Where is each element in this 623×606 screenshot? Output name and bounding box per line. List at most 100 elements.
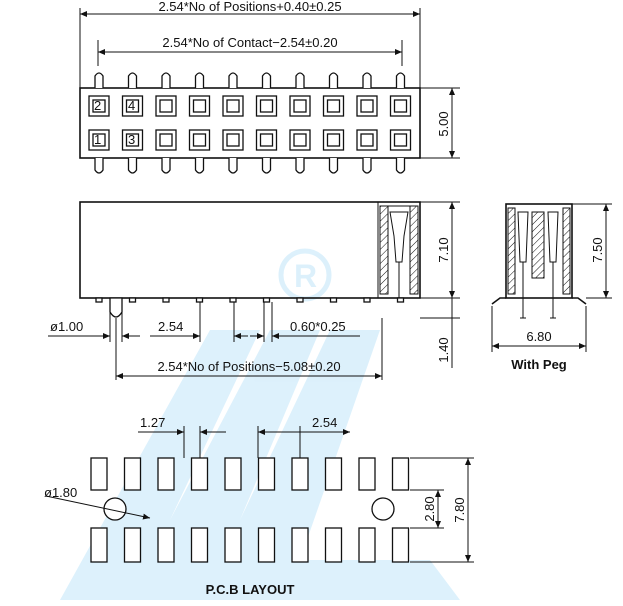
dim-tail-length: 1.40	[436, 337, 451, 362]
pin-label-4: 4	[128, 98, 135, 113]
pin-tail-bottom	[295, 158, 305, 174]
pin-tail-top	[161, 72, 171, 88]
dim-end-height: 7.50	[590, 237, 605, 262]
top-view-pins	[94, 72, 406, 174]
side-pin-stub	[329, 297, 338, 303]
side-pin-stub	[229, 297, 237, 303]
pin-tail-bottom	[228, 158, 238, 174]
dim-post-diameter: ø1.00	[50, 319, 83, 334]
contact-cell-inner	[393, 99, 408, 113]
side-pin-stub	[363, 297, 371, 303]
pin-tail-top	[395, 72, 406, 88]
pcb-pad-bottom	[90, 527, 108, 563]
pcb-pad-bottom	[123, 527, 142, 563]
contact-cell-inner	[393, 133, 408, 147]
contact-cell-inner	[259, 99, 274, 113]
contact-cell-inner	[125, 133, 140, 147]
contact-cell-inner	[92, 99, 106, 113]
pcb-pad-top	[257, 457, 276, 491]
pin-tail-top	[295, 72, 305, 88]
pcb-layout-caption: P.C.B LAYOUT	[206, 582, 295, 597]
pcb-pad-bottom	[358, 527, 376, 563]
dim-hole-diameter: ø1.80	[44, 485, 77, 500]
pin-tail-bottom	[127, 158, 138, 174]
side-view-pins	[95, 297, 405, 303]
pcb-pad-bottom	[157, 527, 175, 563]
side-pin-stub	[128, 297, 137, 303]
contact-cell-inner	[360, 99, 374, 113]
pin-tail-bottom	[194, 158, 205, 174]
contact-cell-inner	[192, 99, 207, 113]
pcb-pad-bottom	[257, 527, 276, 563]
pcb-pad-top	[358, 457, 376, 491]
side-pin-stub	[95, 297, 103, 303]
pcb-pad-top	[157, 457, 175, 491]
pcb-pad-top	[391, 457, 410, 491]
dim-span: 2.54*No of Positions−5.08±0.20	[157, 359, 340, 374]
side-pin-stub	[296, 297, 304, 303]
pin-tail-top	[228, 72, 238, 88]
contact-cell-inner	[125, 99, 140, 113]
pin-tail-bottom	[94, 158, 104, 174]
pin-label-2: 2	[94, 98, 101, 113]
pcb-pads	[90, 457, 410, 563]
top-view-cells	[88, 95, 412, 151]
peg-post	[109, 297, 123, 318]
pin-label-3: 3	[128, 132, 135, 147]
pcb-pad-bottom	[291, 527, 309, 563]
pin-tail-top	[194, 72, 205, 88]
side-pin-stub	[162, 297, 170, 303]
contact-cell-inner	[159, 99, 173, 113]
contact-cell-inner	[226, 133, 240, 147]
pcb-pad-top	[90, 457, 108, 491]
pin-tail-bottom	[328, 158, 339, 174]
side-view: 7.10 1.40 ø1.00 2.54 0.60*0.25 2.54*No o…	[48, 201, 460, 380]
pin-tail-bottom	[161, 158, 171, 174]
pcb-pad-bottom	[224, 527, 242, 563]
end-view: 7.50 6.80 With Peg	[491, 203, 612, 372]
pcb-pad-top	[324, 457, 343, 491]
pcb-pad-bottom	[324, 527, 343, 563]
pcb-pad-bottom	[190, 527, 209, 563]
pin-label-1: 1	[94, 132, 101, 147]
pcb-pad-top	[190, 457, 209, 491]
pcb-layout: 1.27 2.54 ø1.80 2.80 7.80 P.C.B LAYOUT	[44, 415, 474, 597]
pin-tail-bottom	[395, 158, 406, 174]
pin-tail-top	[261, 72, 272, 88]
contact-cell-inner	[259, 133, 274, 147]
contact-cell-inner	[326, 133, 341, 147]
contact-cell-inner	[293, 99, 307, 113]
side-pin-stub	[396, 297, 405, 303]
pin-tail-top	[328, 72, 339, 88]
end-view-caption: With Peg	[511, 357, 567, 372]
contact-cell-inner	[92, 133, 106, 147]
side-pin-stub	[195, 297, 204, 303]
pin-tail-top	[127, 72, 138, 88]
pin-tail-top	[94, 72, 104, 88]
dim-top-height: 5.00	[436, 111, 451, 136]
pcb-pad-top	[224, 457, 242, 491]
peg-hole-left	[103, 497, 127, 521]
pcb-pad-top	[123, 457, 142, 491]
contact-cell-inner	[326, 99, 341, 113]
dim-side-pitch: 2.54	[158, 319, 183, 334]
dim-overall-length: 2.54*No of Positions+0.40±0.25	[158, 0, 341, 14]
side-pin-stub	[262, 297, 271, 303]
contact-cell-inner	[360, 133, 374, 147]
dim-contact-length: 2.54*No of Contact−2.54±0.20	[162, 35, 337, 50]
pcb-pad-bottom	[391, 527, 410, 563]
contact-cell-inner	[192, 133, 207, 147]
dim-pcb-total: 7.80	[452, 497, 467, 522]
pin-tail-top	[362, 72, 372, 88]
dim-pad-width: 1.27	[140, 415, 165, 430]
peg-hole-right	[371, 497, 395, 521]
contact-cell-inner	[226, 99, 240, 113]
top-view: 2.54*No of Positions+0.40±0.25 2.54*No o…	[79, 0, 460, 174]
pin-tail-bottom	[362, 158, 372, 174]
dim-end-width: 6.80	[526, 329, 551, 344]
contact-cell-inner	[293, 133, 307, 147]
pcb-pad-top	[291, 457, 309, 491]
dim-row-spacing: 2.80	[422, 496, 437, 521]
dim-side-height: 7.10	[436, 237, 451, 262]
